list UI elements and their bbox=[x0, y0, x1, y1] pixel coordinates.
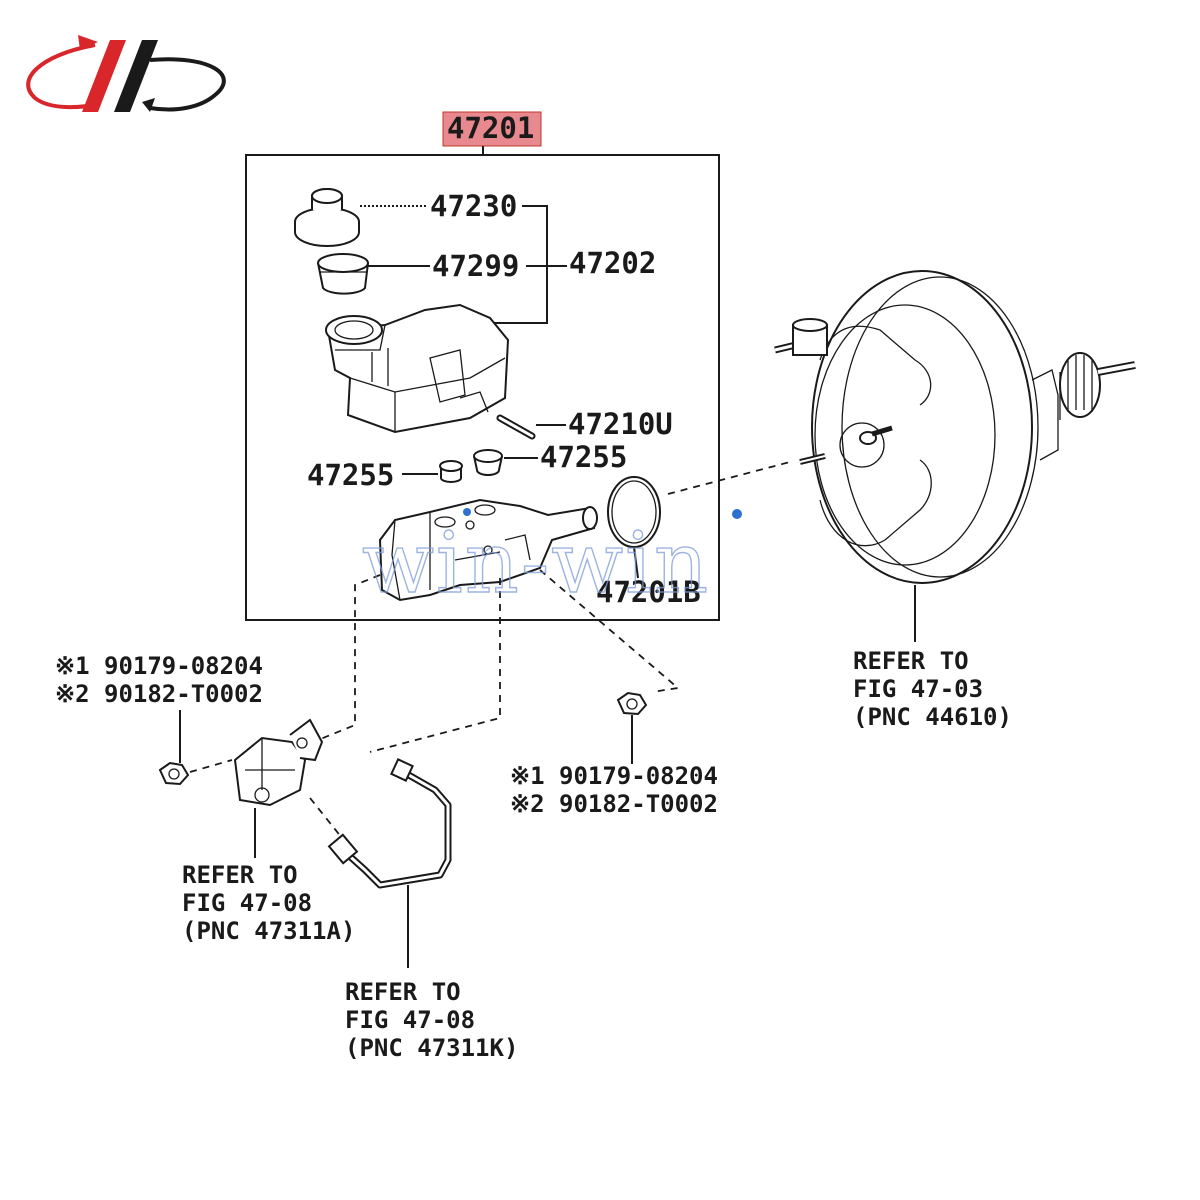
brand-logo bbox=[26, 35, 226, 112]
ref-booster-line2: FIG 47-03 bbox=[853, 675, 983, 703]
part-label-nut-left-1[interactable]: ※1 90179-08204 bbox=[55, 652, 263, 680]
part-label-47230[interactable]: 47230 bbox=[430, 189, 517, 223]
reservoir-cap[interactable] bbox=[294, 188, 360, 247]
part-label-47202[interactable]: 47202 bbox=[569, 246, 656, 280]
watermark-dot bbox=[732, 509, 742, 519]
ref-a-line2: FIG 47-08 bbox=[182, 889, 312, 917]
main-part-number[interactable]: 47201 bbox=[442, 111, 542, 155]
brake-booster[interactable] bbox=[774, 270, 1136, 584]
part-label-47299[interactable]: 47299 bbox=[432, 249, 519, 283]
part-label-47210U[interactable]: 47210U bbox=[568, 407, 673, 441]
grommet-right[interactable] bbox=[473, 449, 503, 476]
grommet-left[interactable] bbox=[439, 460, 463, 483]
watermark: win-win bbox=[362, 514, 710, 612]
ref-k-line3: (PNC 47311K) bbox=[345, 1034, 518, 1062]
part-label-47201: 47201 bbox=[447, 111, 534, 145]
part-label-nut-right-2[interactable]: ※2 90182-T0002 bbox=[510, 790, 718, 818]
ref-k-line1: REFER TO bbox=[345, 978, 461, 1006]
reservoir-strainer[interactable] bbox=[317, 253, 369, 295]
part-label-47201B[interactable]: 47201B bbox=[596, 575, 701, 609]
brake-tube[interactable] bbox=[327, 758, 452, 889]
nut-right[interactable] bbox=[616, 691, 648, 716]
part-highlight bbox=[442, 111, 542, 147]
reservoir-pin[interactable] bbox=[496, 414, 536, 440]
brake-valve-fitting[interactable] bbox=[233, 718, 324, 807]
nut-left[interactable] bbox=[158, 761, 190, 786]
master-cylinder-body[interactable] bbox=[378, 498, 598, 602]
ref-booster-line3: (PNC 44610) bbox=[853, 703, 1012, 731]
part-label-47255-right[interactable]: 47255 bbox=[540, 440, 627, 474]
ref-k-line2: FIG 47-08 bbox=[345, 1006, 475, 1034]
brake-fluid-reservoir[interactable] bbox=[325, 303, 510, 434]
ref-a-line3: (PNC 47311A) bbox=[182, 917, 355, 945]
part-label-nut-right-1[interactable]: ※1 90179-08204 bbox=[510, 762, 718, 790]
ref-a-line1: REFER TO bbox=[182, 861, 298, 889]
part-label-47255-left[interactable]: 47255 bbox=[307, 458, 394, 492]
part-label-nut-left-2[interactable]: ※2 90182-T0002 bbox=[55, 680, 263, 708]
ref-booster-line1: REFER TO bbox=[853, 647, 969, 675]
